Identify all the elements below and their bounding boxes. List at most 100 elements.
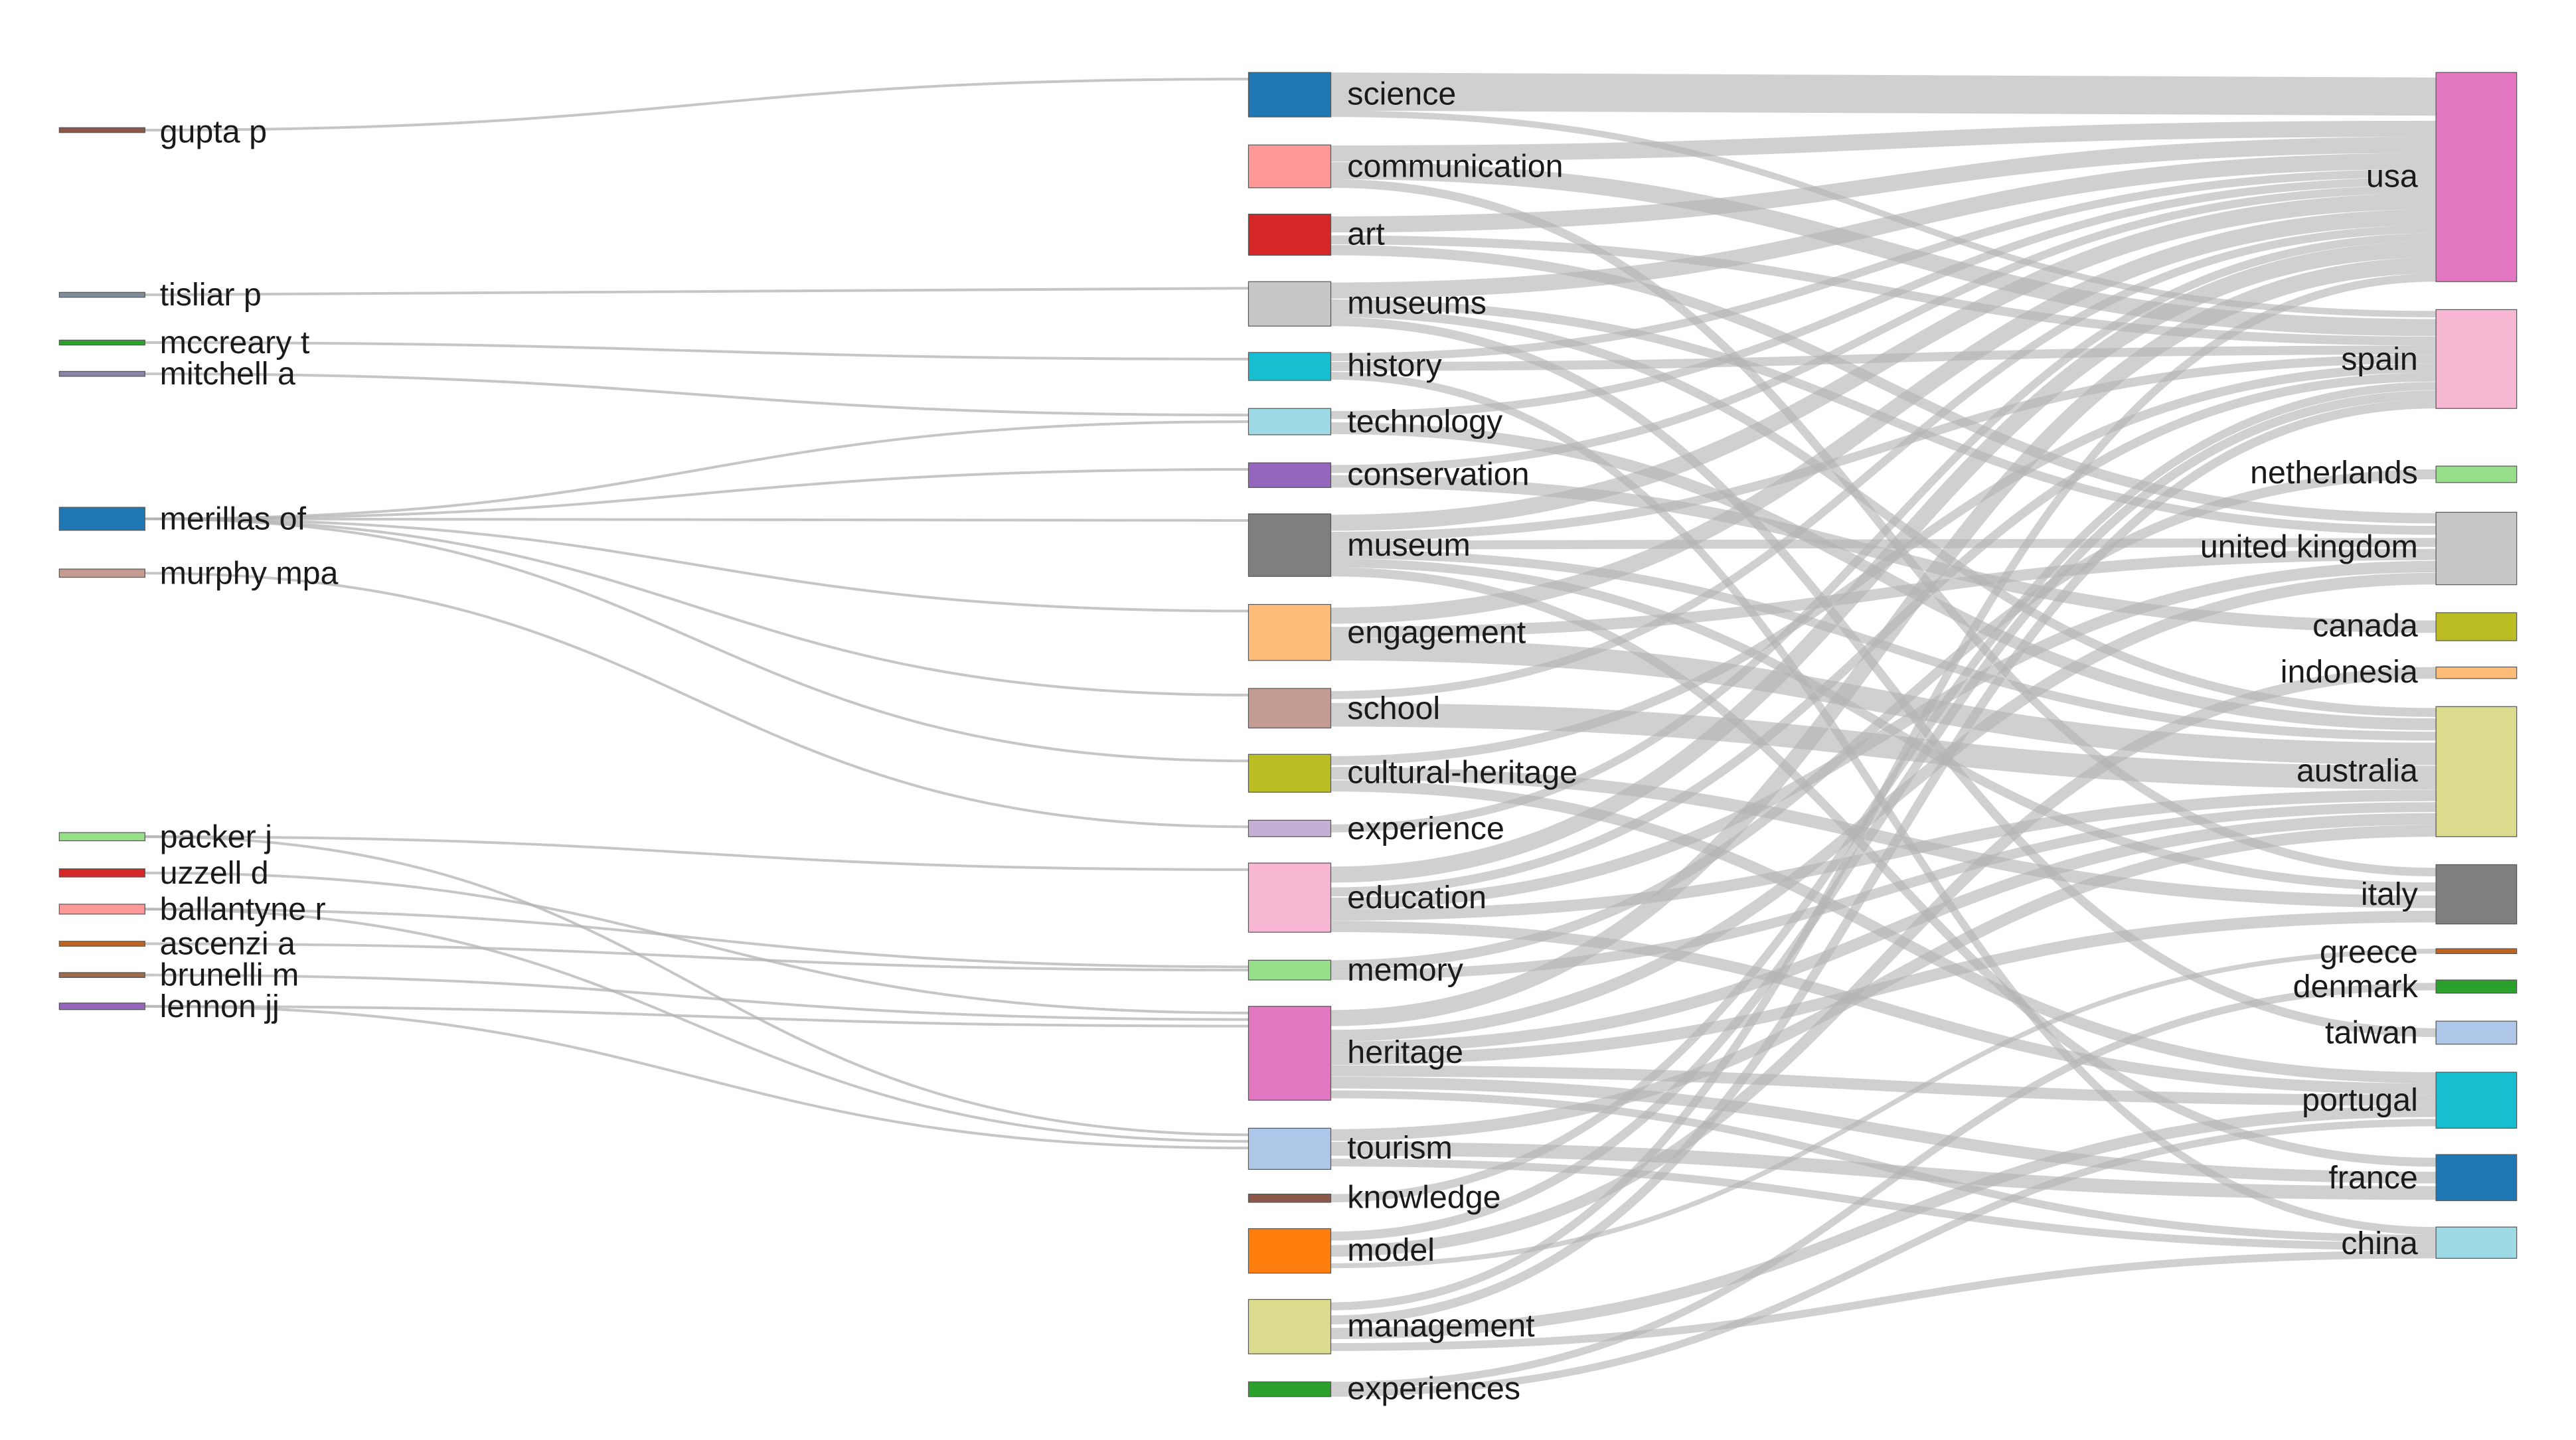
node-museum bbox=[1248, 513, 1332, 577]
node-tisliar-p bbox=[58, 291, 145, 298]
node-ballantyne-r bbox=[58, 904, 145, 915]
node-label-taiwan: taiwan bbox=[2325, 1014, 2418, 1050]
node-australia bbox=[2435, 706, 2518, 837]
node-tourism bbox=[1248, 1127, 1332, 1170]
node-label-spain: spain bbox=[2341, 341, 2418, 377]
node-greece bbox=[2435, 948, 2518, 954]
node-technology bbox=[1248, 408, 1332, 436]
node-management bbox=[1248, 1299, 1332, 1354]
node-label-packer-j: packer j bbox=[160, 819, 272, 854]
link-experiences-to-denmark bbox=[1330, 983, 2437, 1390]
node-label-ascenzi-a: ascenzi a bbox=[160, 926, 295, 962]
link-merillas-of-to-school bbox=[145, 517, 1249, 696]
link-heritage-to-united-kingdom bbox=[1330, 572, 2437, 1042]
node-knowledge bbox=[1248, 1193, 1332, 1203]
node-label-science: science bbox=[1347, 76, 1456, 112]
link-mitchell-a-to-technology bbox=[145, 372, 1249, 417]
node-mitchell-a bbox=[58, 370, 145, 377]
node-memory bbox=[1248, 959, 1332, 981]
node-label-united-kingdom: united kingdom bbox=[2200, 529, 2418, 565]
node-label-italy: italy bbox=[2361, 876, 2419, 912]
link-education-to-usa bbox=[1330, 241, 2437, 883]
node-label-tisliar-p: tisliar p bbox=[160, 277, 262, 313]
node-history bbox=[1248, 352, 1332, 381]
node-label-ballantyne-r: ballantyne r bbox=[160, 891, 326, 927]
link-lennon-jj-to-heritage bbox=[145, 1004, 1249, 1028]
node-label-china: china bbox=[2341, 1226, 2418, 1261]
node-denmark bbox=[2435, 979, 2518, 994]
link-tourism-to-china bbox=[1330, 1159, 2437, 1251]
node-italy bbox=[2435, 864, 2518, 925]
node-label-engagement: engagement bbox=[1347, 615, 1526, 651]
link-tourism-to-australia bbox=[1330, 825, 2437, 1141]
link-merillas-of-to-museum bbox=[145, 517, 1249, 522]
node-ascenzi-a bbox=[58, 941, 145, 947]
link-ascenzi-a-to-memory bbox=[145, 942, 1249, 972]
node-label-usa: usa bbox=[2366, 158, 2418, 194]
node-netherlands bbox=[2435, 465, 2518, 483]
node-portugal bbox=[2435, 1072, 2518, 1129]
node-label-model: model bbox=[1347, 1232, 1435, 1268]
node-label-australia: australia bbox=[2296, 753, 2418, 789]
node-murphy-mpa bbox=[58, 568, 145, 578]
link-management-to-china bbox=[1330, 1250, 2437, 1351]
node-experiences bbox=[1248, 1381, 1332, 1398]
node-label-school: school bbox=[1347, 690, 1440, 726]
node-label-uzzell-d: uzzell d bbox=[160, 855, 269, 891]
links-layer bbox=[145, 72, 2437, 1397]
node-united-kingdom bbox=[2435, 511, 2518, 586]
node-label-cultural-heritage: cultural-heritage bbox=[1347, 755, 1577, 791]
link-museums-to-australia bbox=[1330, 308, 2437, 717]
node-label-experience: experience bbox=[1347, 811, 1504, 846]
node-label-knowledge: knowledge bbox=[1347, 1180, 1500, 1216]
node-brunelli-m bbox=[58, 972, 145, 978]
node-label-museum: museum bbox=[1347, 527, 1470, 563]
link-museum-to-usa bbox=[1330, 193, 2437, 531]
link-school-to-usa bbox=[1330, 225, 2437, 699]
link-management-to-portugal bbox=[1330, 1105, 2437, 1339]
link-art-to-spain bbox=[1330, 235, 2437, 346]
link-merillas-of-to-cultural-heritage bbox=[145, 517, 1249, 763]
node-label-management: management bbox=[1347, 1308, 1535, 1344]
node-taiwan bbox=[2435, 1020, 2518, 1045]
link-heritage-to-australia bbox=[1330, 813, 2437, 1054]
link-heritage-to-france bbox=[1330, 1076, 2437, 1184]
link-heritage-to-portugal bbox=[1330, 1065, 2437, 1106]
node-label-museums: museums bbox=[1347, 285, 1487, 321]
node-label-merillas-of: merillas of bbox=[160, 501, 307, 536]
node-label-tourism: tourism bbox=[1347, 1130, 1453, 1166]
node-model bbox=[1248, 1228, 1332, 1274]
node-label-greece: greece bbox=[2320, 934, 2418, 970]
link-engagement-to-usa bbox=[1330, 209, 2437, 624]
node-label-murphy-mpa: murphy mpa bbox=[160, 555, 339, 591]
link-ballantyne-r-to-memory bbox=[145, 908, 1249, 969]
node-france bbox=[2435, 1154, 2518, 1202]
link-merillas-of-to-conservation bbox=[145, 468, 1249, 520]
node-label-mitchell-a: mitchell a bbox=[160, 356, 295, 392]
link-heritage-to-usa bbox=[1330, 257, 2437, 1026]
link-lennon-jj-to-tourism bbox=[145, 1004, 1249, 1150]
node-label-mccreary-t: mccreary t bbox=[160, 325, 310, 360]
node-label-indonesia: indonesia bbox=[2281, 654, 2418, 690]
node-label-gupta-p: gupta p bbox=[160, 114, 267, 149]
link-science-to-spain bbox=[1330, 110, 2437, 317]
node-cultural-heritage bbox=[1248, 754, 1332, 793]
node-spain bbox=[2435, 309, 2518, 409]
node-lennon-jj bbox=[58, 1002, 145, 1010]
node-mccreary-t bbox=[58, 339, 145, 346]
link-memory-to-netherlands bbox=[1330, 469, 2437, 971]
node-label-netherlands: netherlands bbox=[2250, 455, 2418, 491]
link-experiences-to-portugal bbox=[1330, 1119, 2437, 1397]
link-museum-to-spain bbox=[1330, 355, 2437, 541]
node-art bbox=[1248, 213, 1332, 256]
link-engagement-to-australia bbox=[1330, 638, 2437, 765]
link-merillas-of-to-technology bbox=[145, 420, 1249, 520]
link-mccreary-t-to-history bbox=[145, 341, 1249, 360]
node-conservation bbox=[1248, 462, 1332, 488]
link-uzzell-d-to-heritage bbox=[145, 871, 1249, 1014]
link-museum-to-united-kingdom bbox=[1330, 538, 2437, 550]
node-canada bbox=[2435, 612, 2518, 641]
node-label-communication: communication bbox=[1347, 149, 1563, 185]
